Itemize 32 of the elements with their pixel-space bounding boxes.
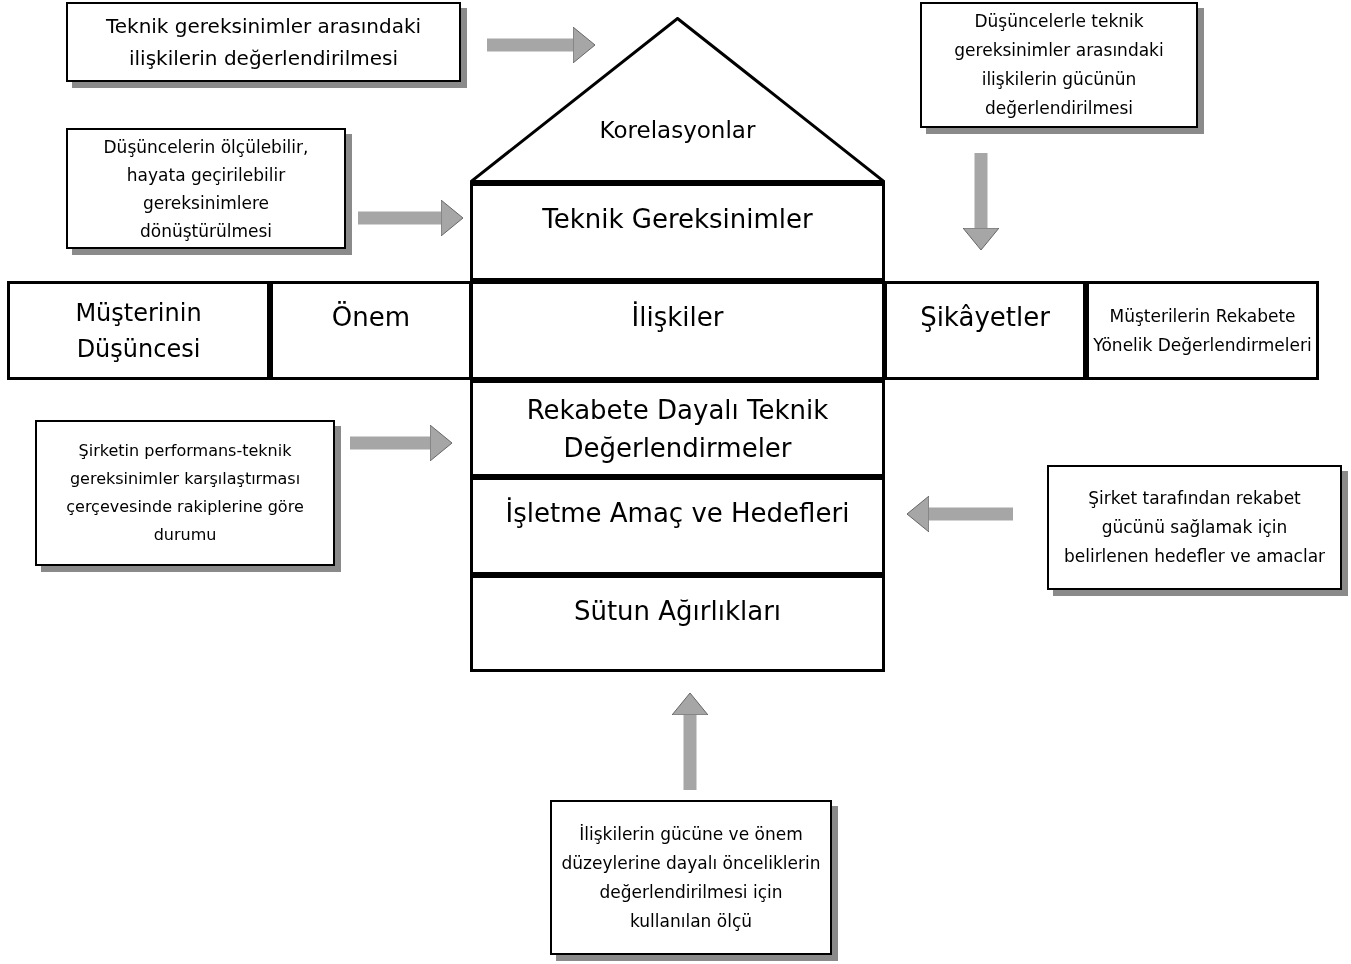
- node-text: Düşüncelerle teknik gereksinimler arasındaki ilişkilerin gücünün değerlendirilmesi: [953, 10, 1165, 120]
- node-text: Şikâyetler: [920, 301, 1050, 334]
- row-cell: [884, 281, 1086, 380]
- node-text: Müşterinin Düşüncesi: [74, 297, 203, 365]
- node-text: Sütun Ağırlıkları: [573, 595, 782, 628]
- node-text: İşletme Amaç ve Hedefleri: [505, 496, 850, 530]
- block-arrow: [487, 26, 596, 64]
- node-text: Şirketin performans-teknik gereksinimler karşılaştırması çerçevesinde rakiplerine göre durumu: [65, 440, 305, 546]
- house-section: [470, 380, 885, 477]
- block-arrow: [358, 199, 464, 237]
- block-arrow: [906, 495, 1013, 533]
- row-cell: [470, 281, 885, 380]
- node-text: Şirket tarafından rekabet gücünü sağlamak için belirlenen hedefler ve amaclar: [1062, 487, 1327, 568]
- node-text: Teknik gereksinimler arasındaki ilişkilerin değerlendirilmesi: [104, 13, 423, 72]
- row-cell: [7, 281, 270, 380]
- block-arrow: [962, 153, 1000, 251]
- node-text: Önem: [331, 300, 411, 334]
- house-section: [470, 477, 885, 575]
- node-text: İlişkiler: [631, 300, 724, 334]
- node-text: İlişkilerin gücüne ve önem düzeylerine dayalı önceliklerin değerlendirilmesi için kullanılan ölçü: [560, 822, 822, 933]
- house-section: [470, 183, 885, 281]
- node-text: Müşterilerin Rekabete Yönelik Değerlendirmeleri: [1092, 304, 1313, 357]
- block-arrow: [671, 692, 709, 790]
- node-text: Düşüncelerin ölçülebilir, hayata geçirilebilir gereksinimlere dönüştürülmesi: [102, 135, 310, 243]
- row-cell: [270, 281, 472, 380]
- block-arrow: [350, 424, 453, 462]
- house-section: [470, 575, 885, 672]
- node-text: Teknik Gereksinimler: [542, 203, 813, 236]
- roof-triangle: [470, 17, 885, 183]
- node-text: Korelasyonlar: [599, 116, 756, 145]
- node-text: Rekabete Dayalı Teknik Değerlendirmeler: [525, 394, 830, 465]
- row-cell: [1086, 281, 1319, 380]
